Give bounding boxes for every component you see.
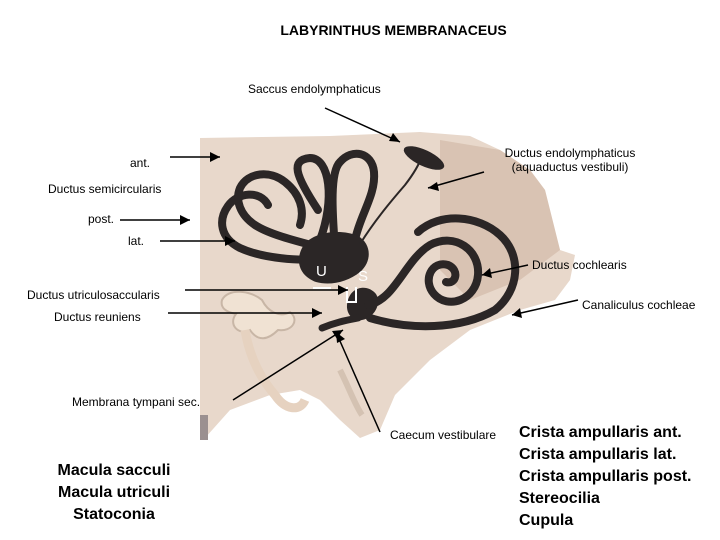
right-term: Stereocilia (519, 490, 600, 507)
left-term: Macula sacculi (57, 462, 171, 479)
marker-bars (313, 287, 357, 303)
label-membrana-tympani: Membrana tympani sec. (72, 395, 201, 409)
label-lat: lat. (128, 234, 145, 248)
endolymphatic-sac (403, 146, 445, 170)
right-term: Crista ampullaris ant. (519, 424, 682, 441)
right-term-list: Crista ampullaris ant. Crista ampullaris… (519, 422, 692, 532)
left-term: Macula utriculi (57, 484, 171, 501)
label-u: U (316, 263, 327, 280)
saccule (346, 287, 379, 321)
label-ductus-endolymphaticus-line1: Ductus endolymphaticus (504, 146, 636, 160)
arrow-heads (180, 133, 522, 343)
ductus-reuniens-shape (318, 314, 362, 332)
label-ductus-reuniens: Ductus reuniens (54, 310, 141, 324)
label-ductus-utriculosaccularis: Ductus utriculosaccularis (27, 288, 160, 302)
label-caecum-vestibulare: Caecum vestibulare (390, 428, 497, 442)
right-term: Crista ampullaris post. (519, 468, 692, 485)
label-s: S (358, 268, 369, 285)
semicircular-canals (218, 149, 379, 264)
label-canaliculus-cochleae: Canaliculus cochleae (582, 298, 696, 312)
right-term: Cupula (519, 512, 574, 529)
label-ductus-cochlearis: Ductus cochlearis (532, 258, 627, 272)
cochlea (364, 214, 520, 331)
label-ant: ant. (130, 156, 151, 170)
left-term-list: Macula sacculi Macula utriculi Statoconi… (34, 460, 194, 526)
left-term: Statoconia (73, 506, 155, 523)
label-ductus-semicircularis: Ductus semicircularis (48, 182, 162, 196)
utricle (298, 232, 369, 284)
bone-shadow (440, 140, 560, 300)
label-ductus-endolymphaticus-line2: (aquaductus vestibuli) (511, 160, 629, 174)
label-post: post. (88, 212, 115, 226)
label-ductus-endolymphaticus: Ductus endolymphaticus (aquaductus vesti… (486, 146, 654, 174)
label-saccus-endolymphaticus: Saccus endolymphaticus (248, 82, 381, 96)
right-term: Crista ampullaris lat. (519, 446, 677, 463)
stapes (240, 329, 310, 413)
bone-edge (200, 415, 208, 440)
round-window (337, 368, 365, 417)
ossicles (220, 290, 296, 340)
diagram-title: LABYRINTHUS MEMBRANACEUS (280, 22, 507, 38)
